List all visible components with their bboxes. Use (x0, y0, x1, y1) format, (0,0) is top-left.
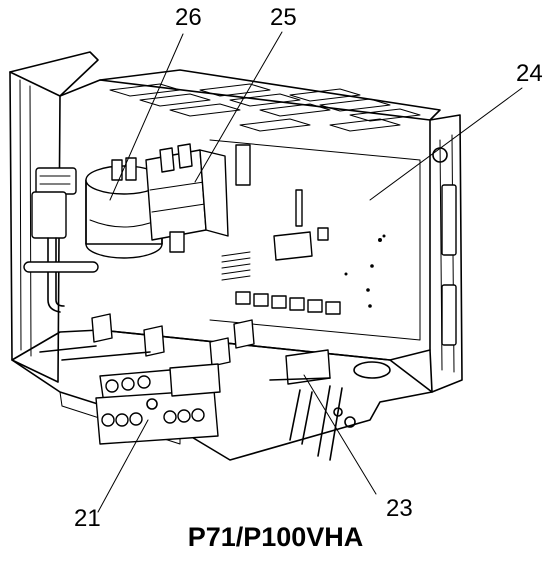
contactor-relay (145, 143, 229, 253)
callout-26: 26 (175, 4, 202, 31)
main-pcb (209, 139, 421, 341)
callout-23: 23 (386, 495, 413, 522)
callout-24: 24 (516, 60, 543, 87)
base-plate (11, 313, 433, 461)
chassis-frame (9, 51, 463, 393)
heat-sink-fins (99, 69, 441, 132)
left-connector (23, 167, 99, 313)
model-label: P71/P100VHA (187, 522, 364, 552)
terminal-block (95, 363, 221, 445)
callout-25: 25 (270, 4, 297, 31)
leader-lines (97, 31, 523, 513)
callout-21: 21 (74, 505, 101, 532)
